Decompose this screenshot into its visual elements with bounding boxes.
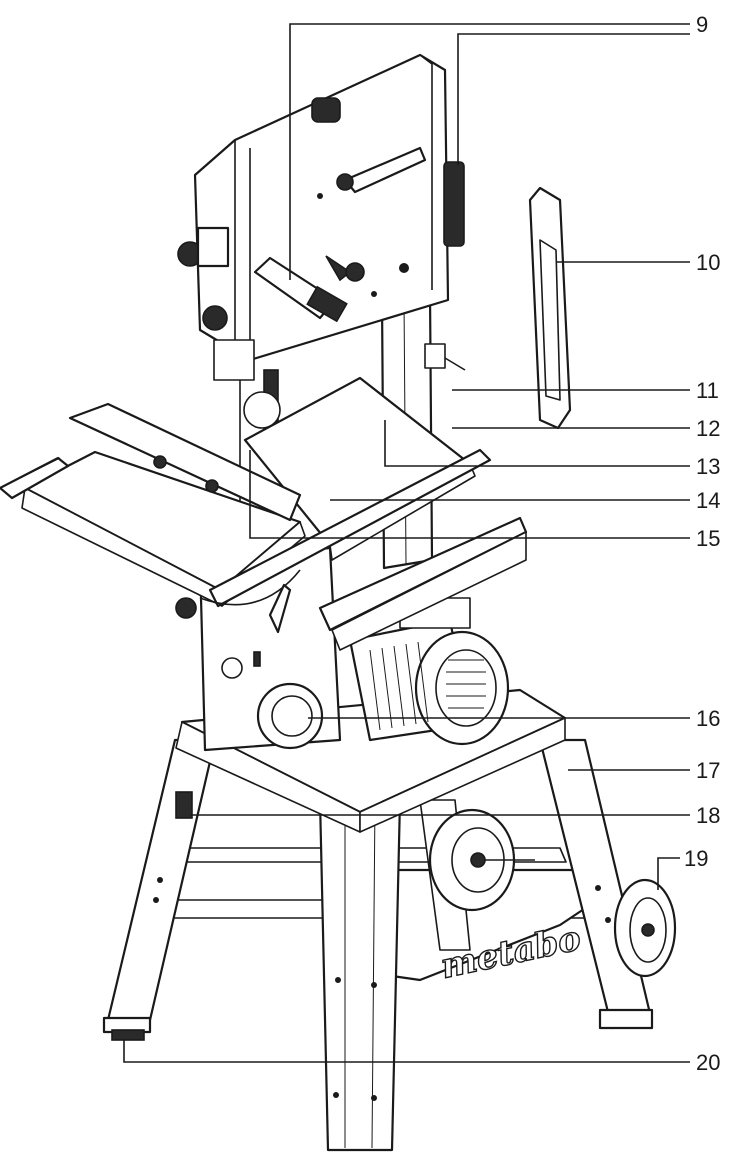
transport-wheel	[613, 878, 677, 978]
work-table	[0, 376, 528, 651]
drive-pulley	[428, 808, 535, 912]
upper-housing	[177, 53, 465, 362]
callout-11: 11	[696, 378, 719, 403]
callout-13: 13	[696, 454, 720, 479]
callout-labels: 9 10 11 12 13 14 15 16 17 18 19 20	[684, 12, 720, 1075]
lower-housing	[198, 546, 342, 752]
blade-guard	[528, 186, 572, 430]
callout-12: 12	[696, 416, 720, 441]
callout-17: 17	[696, 758, 720, 783]
callout-14: 14	[696, 488, 720, 513]
callout-10: 10	[696, 250, 720, 275]
callout-lines	[123, 23, 690, 1063]
callout-15: 15	[696, 526, 720, 551]
callout-9: 9	[696, 12, 708, 37]
callout-18: 18	[696, 803, 720, 828]
stand: metabo	[102, 688, 654, 1152]
callout-19: 19	[684, 846, 708, 871]
callout-16: 16	[696, 706, 720, 731]
callout-20: 20	[696, 1050, 720, 1075]
